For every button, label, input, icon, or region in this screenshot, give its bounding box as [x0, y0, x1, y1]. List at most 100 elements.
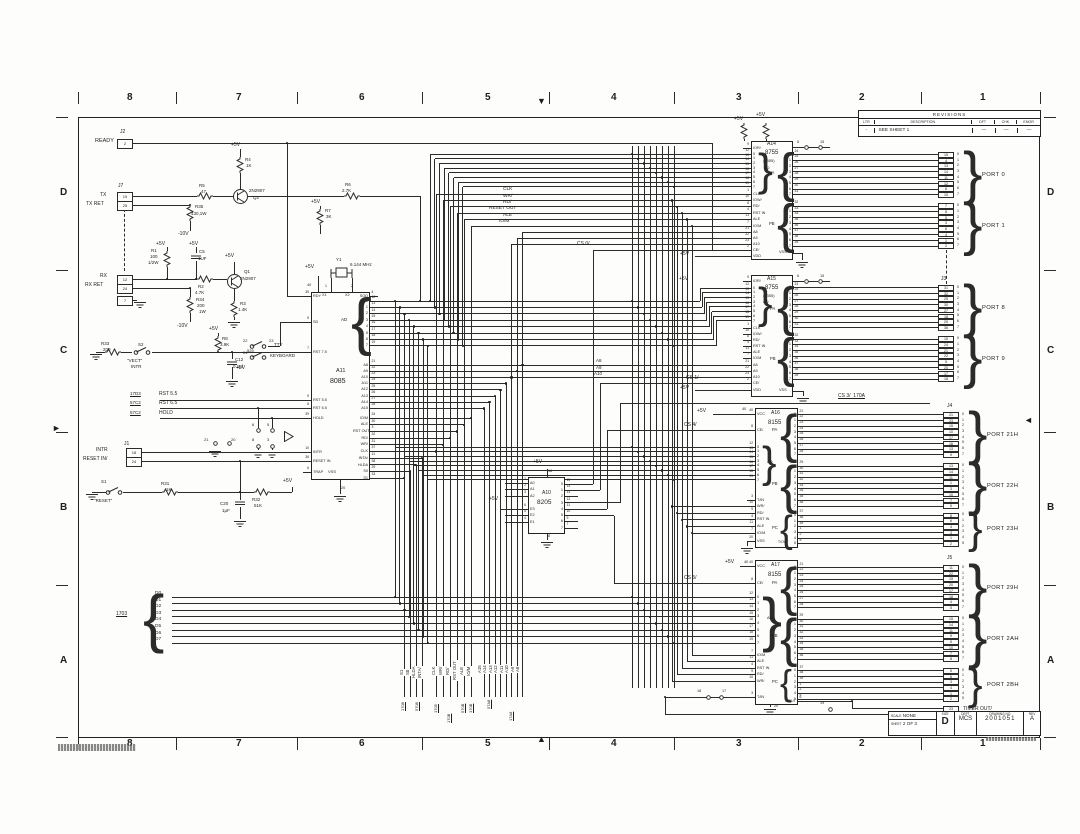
pin-label: VDD	[753, 253, 762, 258]
pin-label: 4	[365, 324, 368, 329]
pin-label: 2	[793, 524, 796, 529]
pin-number: 35	[305, 289, 309, 294]
connector-pin: 18	[938, 313, 954, 320]
brace: {	[143, 582, 165, 654]
connector-pin: 2	[117, 139, 133, 149]
bit-number: 5	[962, 491, 964, 496]
wire	[434, 158, 436, 308]
pin-label: WR/	[757, 679, 765, 683]
label: R3	[240, 301, 246, 306]
label: +5V	[679, 276, 689, 282]
label: +5V	[283, 478, 293, 484]
wire	[798, 652, 943, 654]
chip-A16-8155	[755, 408, 798, 548]
brace: }	[968, 504, 983, 554]
wire	[798, 454, 943, 456]
pin-label: 4	[793, 535, 796, 540]
wire	[743, 147, 751, 149]
ground-symbol	[86, 494, 98, 501]
connector-pin: 9	[943, 451, 959, 458]
pin-number: 27	[371, 396, 376, 400]
junction-dot	[680, 518, 684, 521]
pin-number: 12	[749, 590, 753, 595]
connector-pin: 29	[938, 319, 954, 325]
pin-label: RST IN	[753, 343, 766, 348]
chip-title: A10	[542, 490, 551, 496]
pin-number: 11	[745, 345, 749, 350]
wire	[713, 315, 743, 317]
pin-number: 30	[799, 465, 804, 470]
label: 0.1μf	[233, 364, 244, 369]
pin-number: 32	[371, 431, 376, 436]
pin-label: IOR/	[753, 145, 761, 150]
pin-number: 12	[749, 440, 753, 445]
wire	[439, 162, 743, 164]
chip-label: PB	[770, 356, 776, 361]
pin-number: 38	[794, 367, 799, 372]
wire	[797, 92, 799, 104]
zone-number: 2	[859, 738, 865, 749]
junction-dot	[165, 277, 169, 281]
bit-number: 1	[962, 621, 964, 626]
pin-number: 6	[307, 465, 309, 470]
label: R4	[245, 157, 251, 162]
pin-label: 2	[788, 348, 791, 353]
connector-pin: 8	[943, 512, 959, 519]
pin-number: 5	[799, 537, 802, 542]
wire	[172, 603, 747, 605]
wire	[793, 194, 938, 196]
pin-number: 32	[799, 477, 804, 482]
wire	[505, 482, 528, 484]
junction-dot	[482, 407, 486, 410]
junction-dot	[660, 176, 664, 179]
pin-number: 32	[794, 332, 799, 337]
ground-symbol	[764, 709, 776, 716]
wire	[421, 458, 423, 697]
bit-number: 0	[957, 284, 959, 289]
wire	[793, 177, 938, 179]
pin-label: RST OUT	[353, 429, 370, 433]
bit-number: 3	[962, 529, 964, 534]
wire	[270, 491, 292, 493]
label: 2	[351, 284, 353, 288]
wire	[522, 232, 523, 365]
pin-label: 3	[793, 685, 796, 690]
wire	[172, 596, 747, 598]
resistor	[740, 123, 748, 139]
label: D4	[155, 617, 162, 623]
pin-label: RD/	[361, 435, 368, 440]
zone-number: 1	[980, 92, 986, 103]
junction-dot	[630, 299, 634, 303]
pin-label: 2	[365, 311, 368, 316]
pin-label: 6	[793, 599, 796, 604]
pin-label: 7	[793, 656, 796, 661]
pin-number: 38	[799, 514, 804, 519]
ground-symbol	[266, 452, 278, 459]
wire	[743, 364, 751, 366]
label: 5	[267, 422, 270, 427]
junction-dot	[642, 312, 646, 315]
wire	[677, 512, 747, 514]
wire	[713, 413, 747, 415]
wire	[565, 483, 573, 485]
wire	[520, 495, 528, 497]
wire	[743, 351, 751, 353]
junction-dot	[672, 642, 676, 645]
junction-dot	[499, 388, 502, 391]
junction-dot	[438, 312, 441, 315]
label: IO/M	[499, 219, 510, 225]
pin-number: 5	[524, 509, 526, 514]
pin-number: 36	[799, 499, 804, 504]
label: 1703	[116, 611, 128, 617]
size-cell: SIZE D	[937, 712, 955, 735]
wire	[233, 262, 235, 274]
label: +5V	[756, 112, 766, 118]
connector-pin: 2	[943, 541, 959, 547]
label: 1K	[246, 163, 252, 168]
bit-number: 7	[962, 656, 964, 660]
wire	[213, 278, 227, 280]
label: "RESET"	[94, 498, 113, 503]
pin-number: 36	[794, 355, 799, 360]
pin-label: A2	[530, 493, 535, 498]
bit-number: 3	[962, 581, 964, 586]
